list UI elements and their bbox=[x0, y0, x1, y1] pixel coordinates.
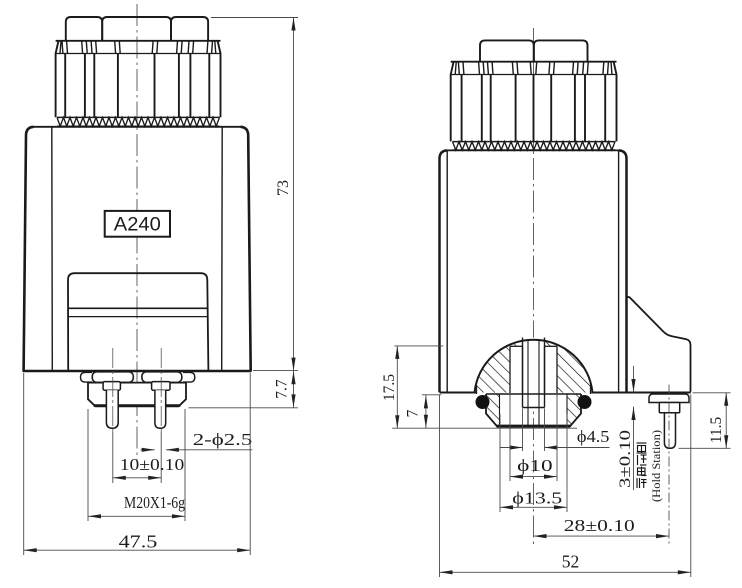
svg-text:7.7: 7.7 bbox=[274, 379, 291, 399]
svg-text:52: 52 bbox=[562, 552, 580, 572]
svg-text:7: 7 bbox=[405, 409, 422, 417]
svg-text:28±0.10: 28±0.10 bbox=[564, 516, 635, 535]
svg-text:ϕ10: ϕ10 bbox=[517, 456, 553, 475]
svg-text:17.5: 17.5 bbox=[381, 374, 398, 401]
svg-text:ϕ13.5: ϕ13.5 bbox=[512, 489, 562, 508]
svg-text:ϕ4.5: ϕ4.5 bbox=[577, 427, 610, 446]
svg-text:3±0.10: 3±0.10 bbox=[617, 430, 634, 488]
svg-text:A240: A240 bbox=[114, 215, 161, 236]
svg-text:10±0.10: 10±0.10 bbox=[120, 455, 185, 474]
svg-text:2-ϕ2.5: 2-ϕ2.5 bbox=[193, 430, 253, 449]
svg-text:(Hold Station): (Hold Station) bbox=[649, 430, 663, 502]
svg-text:47.5: 47.5 bbox=[119, 531, 158, 551]
svg-text:11.5: 11.5 bbox=[708, 416, 725, 443]
svg-text:73: 73 bbox=[275, 180, 292, 196]
svg-text:M20X1-6g: M20X1-6g bbox=[124, 493, 185, 512]
